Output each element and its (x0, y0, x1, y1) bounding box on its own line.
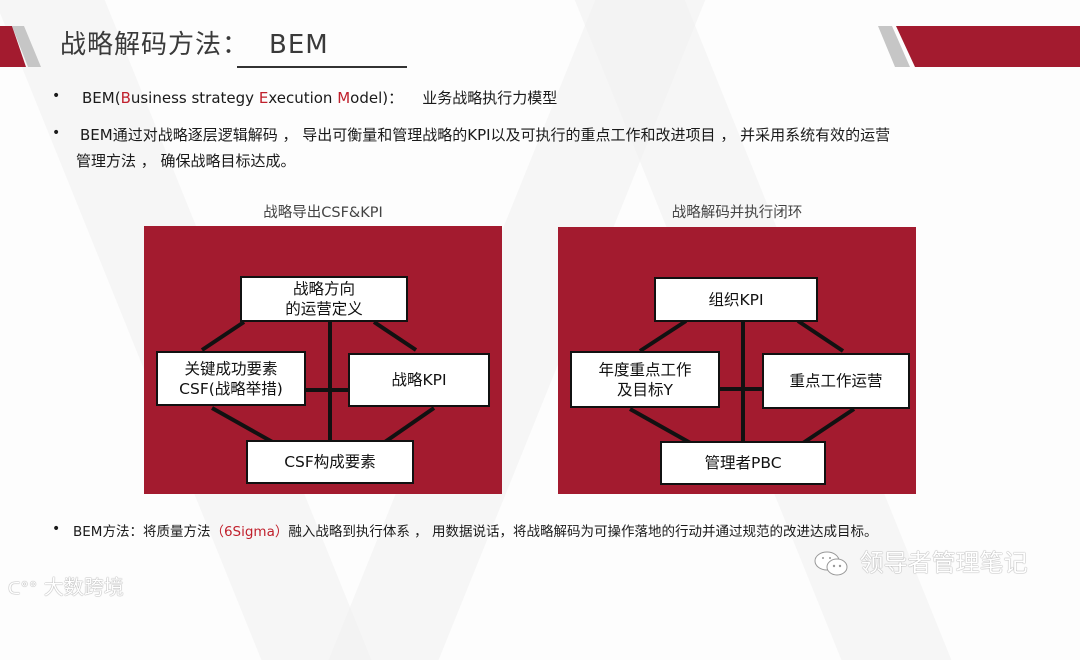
diagram-right-panel: 组织KPI 年度重点工作 及目标Y 重点工作运营 管理者PBC (558, 227, 916, 494)
bullet-dot: • (52, 521, 61, 537)
diagram-left-node-bottom: CSF构成要素 (246, 440, 414, 484)
wechat-icon (814, 551, 848, 576)
title-prefix: 战略解码方法： (60, 30, 250, 60)
right-corner-decoration (878, 26, 1080, 67)
diagram-right-node-bottom: 管理者PBC (660, 441, 826, 485)
node-label: 管理者PBC (704, 454, 782, 472)
left-corner-decoration (0, 26, 41, 67)
acronym-initial: M (337, 89, 351, 107)
page-title: 战略解码方法： BEM (60, 24, 329, 61)
bem-method-before: BEM方法：将质量方法 (73, 524, 211, 540)
bullet-text-part: odel)： 业务战略执行力模型 (350, 89, 558, 107)
diagram-left-title: 战略导出CSF&KPI (263, 205, 383, 221)
node-label: 关键成功要素 CSF(战略举措) (179, 359, 283, 398)
diagram-right-node-top: 组织KPI (654, 277, 818, 322)
node-label: 组织KPI (708, 290, 764, 309)
bem-method-highlight: （6Sigma） (210, 524, 289, 540)
diagram-left-node-right: 战略KPI (348, 353, 490, 407)
node-label: 战略KPI (391, 371, 447, 389)
watermark-bottom-right: 领导者管理笔记 (812, 543, 1028, 579)
node-label: CSF构成要素 (284, 453, 376, 471)
node-label: 重点工作运营 (789, 372, 883, 390)
title-underline (237, 66, 407, 68)
diagram-right-title: 战略解码并执行闭环 (671, 205, 803, 221)
diagram-right-node-right: 重点工作运营 (762, 353, 910, 409)
bullet-bem-definition: BEM(Business strategy Execution Model)： … (82, 87, 557, 108)
bullet-text-part: BEM( (82, 89, 121, 107)
watermark-bottom-left-text: 大数跨境 (43, 575, 124, 599)
diagram-left-panel: 战略方向 的运营定义 关键成功要素 CSF(战略举措) 战略KPI CSF构成要… (144, 226, 502, 494)
watermark-bottom-right-text: 领导者管理笔记 (859, 549, 1028, 577)
bullet-bem-method: BEM方法：将质量方法（6Sigma）融入战略到执行体系 ， 用数据说话，将战略… (73, 520, 877, 540)
bullet-text-part: usiness strategy (130, 89, 259, 107)
bullet-dot: • (52, 88, 61, 104)
bullet-bem-description-line2: 管理方法 ， 确保战略目标达成。 (76, 152, 296, 170)
bullet-dot: • (52, 125, 61, 141)
node-label: 年度重点工作 及目标Y (598, 360, 692, 399)
bullet-text-part: xecution (268, 89, 338, 107)
diagram-left-node-left: 关键成功要素 CSF(战略举措) (156, 351, 306, 406)
watermark-bottom-left: ᑕ°° 大数跨境 (8, 571, 124, 600)
diagram-left-node-top: 战略方向 的运营定义 (240, 276, 408, 322)
acronym-initial: E (258, 89, 269, 107)
watermark-logo-icon: ᑕ°° (8, 579, 38, 599)
title-main: BEM (269, 30, 329, 60)
diagram-right-node-left: 年度重点工作 及目标Y (570, 351, 720, 408)
bem-method-after: 融入战略到执行体系 ， 用数据说话，将战略解码为可操作落地的行动并通过规范的改进… (288, 524, 878, 540)
node-label: 战略方向 的运营定义 (285, 280, 363, 318)
acronym-initial: B (120, 89, 131, 107)
bullet-bem-description-line1: BEM通过对战略逐层逻辑解码 ， 导出可衡量和管理战略的KPI以及可执行的重点工… (80, 126, 891, 144)
